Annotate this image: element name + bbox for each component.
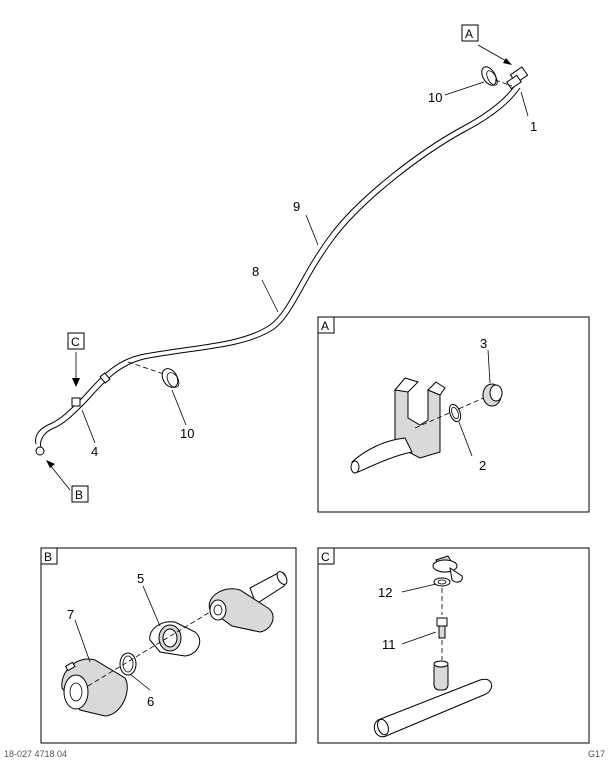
- callout-10-top: 10: [428, 90, 442, 105]
- view-ref-b: B: [46, 460, 89, 503]
- svg-text:A: A: [465, 27, 473, 41]
- svg-text:C: C: [321, 550, 330, 564]
- callout-1: 1: [530, 119, 537, 134]
- svg-text:B: B: [75, 488, 83, 502]
- clip-fitting: [71, 397, 81, 407]
- fuel-tube-assembly: [35, 66, 529, 456]
- callout-8: 8: [252, 264, 259, 279]
- callout-11: 11: [382, 637, 396, 652]
- svg-text:B: B: [44, 550, 52, 564]
- callout-12: 12: [378, 585, 392, 600]
- callout-3: 3: [480, 336, 487, 351]
- svg-text:C: C: [71, 335, 80, 349]
- callout-2: 2: [479, 458, 486, 473]
- figure-code: 18-027 4718 04: [4, 749, 67, 759]
- detail-view-b: B 5 7 6: [40, 547, 297, 744]
- callout-4: 4: [91, 444, 98, 459]
- view-ref-c: C: [67, 332, 85, 387]
- detail-view-c: C 12 11: [317, 547, 590, 744]
- end-fitting: [35, 446, 45, 456]
- callout-10-lower: 10: [180, 426, 194, 441]
- callout-6: 6: [147, 694, 154, 709]
- callout-7: 7: [67, 607, 74, 622]
- callout-5: 5: [137, 571, 144, 586]
- sheet-code: G17: [588, 749, 605, 759]
- callout-9: 9: [293, 199, 300, 214]
- clamp-lower: [127, 361, 180, 388]
- detail-view-a: A 3 2: [317, 316, 590, 513]
- view-ref-a: A: [461, 24, 512, 65]
- clamp-top: [481, 66, 513, 87]
- svg-text:A: A: [321, 319, 329, 333]
